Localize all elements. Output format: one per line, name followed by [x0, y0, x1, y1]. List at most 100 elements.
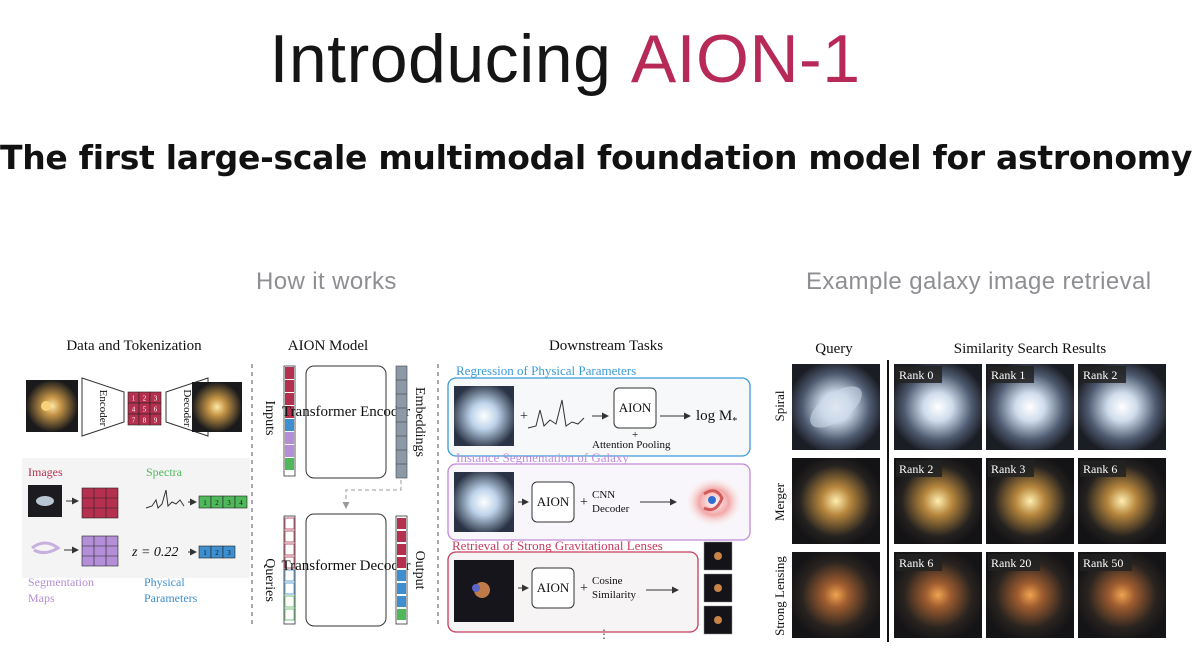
model-heading: AION Model: [288, 338, 368, 354]
svg-text:2: 2: [215, 499, 219, 507]
cnn-label: CNN: [592, 489, 615, 501]
token-grid-center: 1 2 3 4 5 6 7 8 9: [127, 391, 162, 426]
svg-text:1: 1: [132, 395, 136, 403]
inputs-label: Inputs: [262, 401, 277, 436]
task-regression-title: Regression of Physical Parameters: [456, 363, 636, 378]
rank-label: Rank 3: [991, 462, 1025, 476]
svg-text:3: 3: [227, 549, 231, 557]
more-ellipsis: ⋮: [598, 627, 610, 641]
label-parameters: Parameters: [144, 591, 198, 605]
input-token-column: [283, 365, 296, 477]
embedding-column: [395, 365, 408, 479]
svg-text:9: 9: [154, 417, 158, 425]
svg-text:7: 7: [132, 417, 136, 425]
encoder-shape: [81, 377, 125, 437]
task1-aion-box: [613, 387, 657, 429]
downstream-heading: Downstream Tasks: [549, 338, 663, 354]
task3-lens-arc: [472, 584, 480, 592]
thumb-image-galaxy: [36, 496, 54, 506]
image-token-grid: [81, 487, 119, 519]
task-segmentation-title: Instance Segmentation of Galaxy: [456, 450, 629, 465]
query-heading: Query: [815, 341, 853, 357]
cosine-label: Cosine: [592, 575, 623, 587]
svg-text:+: +: [520, 409, 528, 424]
title-accent: AION-1: [630, 21, 861, 97]
rank-label: Rank 0: [899, 368, 933, 382]
redshift-value: z = 0.22: [131, 545, 178, 560]
aion-diagram: Data and Tokenization AION Model Downstr…: [22, 338, 751, 641]
rank-label: Rank 1: [991, 368, 1025, 382]
transformer-decoder-label: Transformer Decoder: [282, 558, 411, 574]
svg-text:1: 1: [203, 549, 207, 557]
task3-aion-box: [531, 567, 575, 609]
svg-text:+: +: [632, 429, 638, 441]
svg-text:AION: AION: [619, 400, 652, 415]
svg-text:AION: AION: [537, 494, 570, 509]
svg-text:+: +: [580, 581, 588, 596]
svg-text:6: 6: [154, 406, 158, 414]
svg-text:+: +: [580, 495, 588, 510]
segmentation-core: [708, 496, 716, 504]
rank-label: Rank 50: [1083, 556, 1123, 570]
transformer-decoder-box: [305, 513, 387, 627]
row-label-lensing: Strong Lensing: [772, 556, 787, 636]
results-heading: Similarity Search Results: [954, 341, 1107, 357]
task-regression-panel: [447, 377, 751, 457]
svg-text:2: 2: [143, 395, 147, 403]
svg-text:4: 4: [239, 499, 243, 507]
attention-pooling-label: Attention Pooling: [592, 439, 671, 451]
task-lens-title: Retrieval of Strong Gravitational Lenses: [452, 538, 663, 553]
rank-label: Rank 2: [1083, 368, 1117, 382]
svg-text:5: 5: [143, 406, 147, 414]
section-label-retrieval: Example galaxy image retrieval: [806, 268, 1152, 295]
segmentation-thumb: [31, 541, 61, 555]
log-mass-label: log M*: [696, 408, 737, 427]
spectrum-thumb: [145, 489, 185, 509]
row-label-merger: Merger: [772, 482, 787, 521]
rank-label: Rank 2: [899, 462, 933, 476]
title-prefix: Introducing: [269, 21, 631, 97]
spectra-token-row: 1 2 3 4: [198, 495, 248, 509]
svg-text:3: 3: [227, 499, 231, 507]
task2-spiral-image: [454, 472, 514, 532]
encoder-label: Encoder: [97, 390, 109, 427]
param-token-row: 1 2 3: [198, 545, 236, 559]
page-subtitle: The first large-scale multimodal foundat…: [0, 138, 1193, 177]
segmentation-arc: [703, 489, 724, 512]
similarity-label: Similarity: [592, 589, 637, 601]
segmentation-token-grid: [81, 535, 119, 567]
query-image-merger[interactable]: [792, 458, 880, 544]
input-galaxy-image: [26, 380, 78, 432]
svg-text:1: 1: [203, 499, 207, 507]
query-image-lensing[interactable]: [792, 552, 880, 638]
label-images: Images: [28, 465, 63, 479]
svg-text:4: 4: [132, 406, 136, 414]
label-spectra: Spectra: [146, 465, 183, 479]
svg-text:2: 2: [215, 549, 219, 557]
task1-spiral-image: [454, 386, 514, 446]
rank-label: Rank 6: [899, 556, 933, 570]
task-segmentation-panel: [447, 463, 751, 541]
task1-spectrum: [527, 399, 585, 429]
query-token-column: [283, 515, 296, 625]
galaxy-core: [41, 401, 51, 411]
cnn-decoder-label: Decoder: [592, 503, 630, 515]
tokenization-heading: Data and Tokenization: [66, 338, 202, 354]
encoder-decoder-connector: [342, 480, 402, 509]
retrieval-grid: Query Similarity Search Results Spiral M…: [772, 341, 1166, 642]
transformer-encoder-label: Transformer Encoder: [282, 404, 410, 420]
embeddings-label: Embeddings: [412, 387, 427, 457]
page-title: Introducing AION-1: [0, 20, 1130, 98]
task2-aion-box: [531, 481, 575, 523]
reconstructed-galaxy-image: [192, 382, 242, 432]
row-label-spiral: Spiral: [772, 390, 787, 421]
label-maps: Maps: [28, 591, 55, 605]
svg-text:AION: AION: [537, 580, 570, 595]
output-label: Output: [412, 551, 427, 590]
queries-label: Queries: [262, 558, 277, 602]
svg-text:8: 8: [143, 417, 147, 425]
rank-label: Rank 20: [991, 556, 1031, 570]
rank-label: Rank 6: [1083, 462, 1117, 476]
label-segmentation: Segmentation: [28, 575, 94, 589]
output-token-column: [395, 515, 408, 625]
